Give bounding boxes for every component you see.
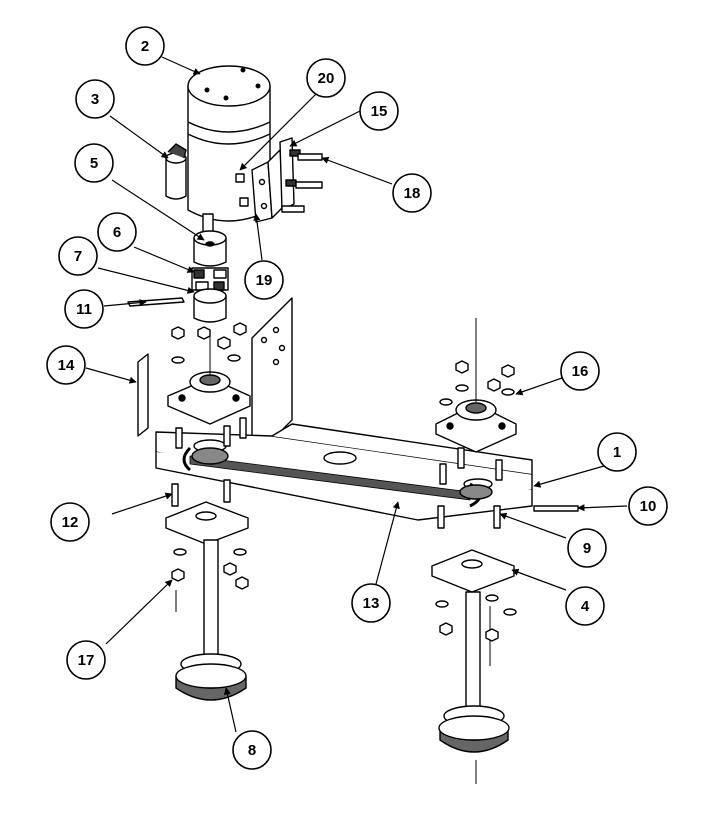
svg-text:3: 3: [91, 91, 99, 108]
svg-text:13: 13: [363, 595, 380, 612]
callout-16: 16: [560, 351, 600, 391]
svg-text:17: 17: [78, 652, 95, 669]
svg-text:18: 18: [404, 185, 421, 202]
bearing-lower-left: [165, 501, 249, 545]
bearing-upper-left: [167, 371, 251, 425]
callout-2: 2: [125, 26, 165, 66]
svg-text:12: 12: [62, 514, 79, 531]
fasteners: [171, 322, 579, 642]
svg-text:10: 10: [640, 498, 657, 515]
callout-1: 1: [597, 432, 637, 472]
upright-plate: [251, 297, 293, 461]
svg-text:15: 15: [371, 103, 388, 120]
right-shaft-pulley: [438, 591, 510, 753]
callout-19: 19: [244, 260, 284, 300]
svg-text:7: 7: [74, 248, 82, 265]
svg-text:16: 16: [572, 363, 589, 380]
callout-12: 12: [50, 502, 90, 542]
sprockets: [191, 447, 493, 500]
callout-8: 8: [232, 730, 272, 770]
capacitor: [165, 143, 187, 200]
callout-11: 11: [64, 289, 104, 329]
leader-lines: [85, 56, 628, 733]
thin-plate: [137, 353, 149, 437]
left-shaft-pulley: [175, 539, 247, 701]
callout-14: 14: [46, 345, 86, 385]
callout-9: 9: [567, 528, 607, 568]
svg-text:11: 11: [76, 301, 92, 318]
motor-bracket: [235, 149, 285, 223]
callout-18: 18: [392, 173, 432, 213]
bearing-upper-right: [435, 399, 517, 453]
callout-7: 7: [58, 236, 98, 276]
callout-5: 5: [74, 143, 114, 183]
shaft-key: [127, 297, 185, 307]
callouts: 1 2 3 4 5 6 7 8 9 10 11 12 13 14 15 16 1…: [46, 26, 668, 770]
callout-15: 15: [359, 91, 399, 131]
callout-10: 10: [628, 486, 668, 526]
svg-text:9: 9: [583, 540, 591, 557]
callout-3: 3: [75, 79, 115, 119]
coupling-stack: [191, 230, 229, 323]
svg-text:5: 5: [90, 155, 98, 172]
svg-text:14: 14: [58, 357, 75, 374]
motor: [187, 65, 271, 235]
callout-13: 13: [351, 583, 391, 623]
bearing-lower-right: [431, 549, 515, 593]
svg-text:6: 6: [113, 224, 121, 241]
callout-6: 6: [97, 212, 137, 252]
callout-4: 4: [565, 586, 605, 626]
callout-17: 17: [66, 640, 106, 680]
svg-text:20: 20: [318, 70, 335, 87]
svg-text:2: 2: [141, 38, 149, 55]
flag-bracket: [279, 137, 323, 213]
svg-text:8: 8: [248, 742, 256, 759]
svg-text:1: 1: [613, 444, 621, 461]
callout-20: 20: [306, 58, 346, 98]
svg-text:19: 19: [256, 272, 273, 289]
svg-text:4: 4: [581, 598, 590, 615]
